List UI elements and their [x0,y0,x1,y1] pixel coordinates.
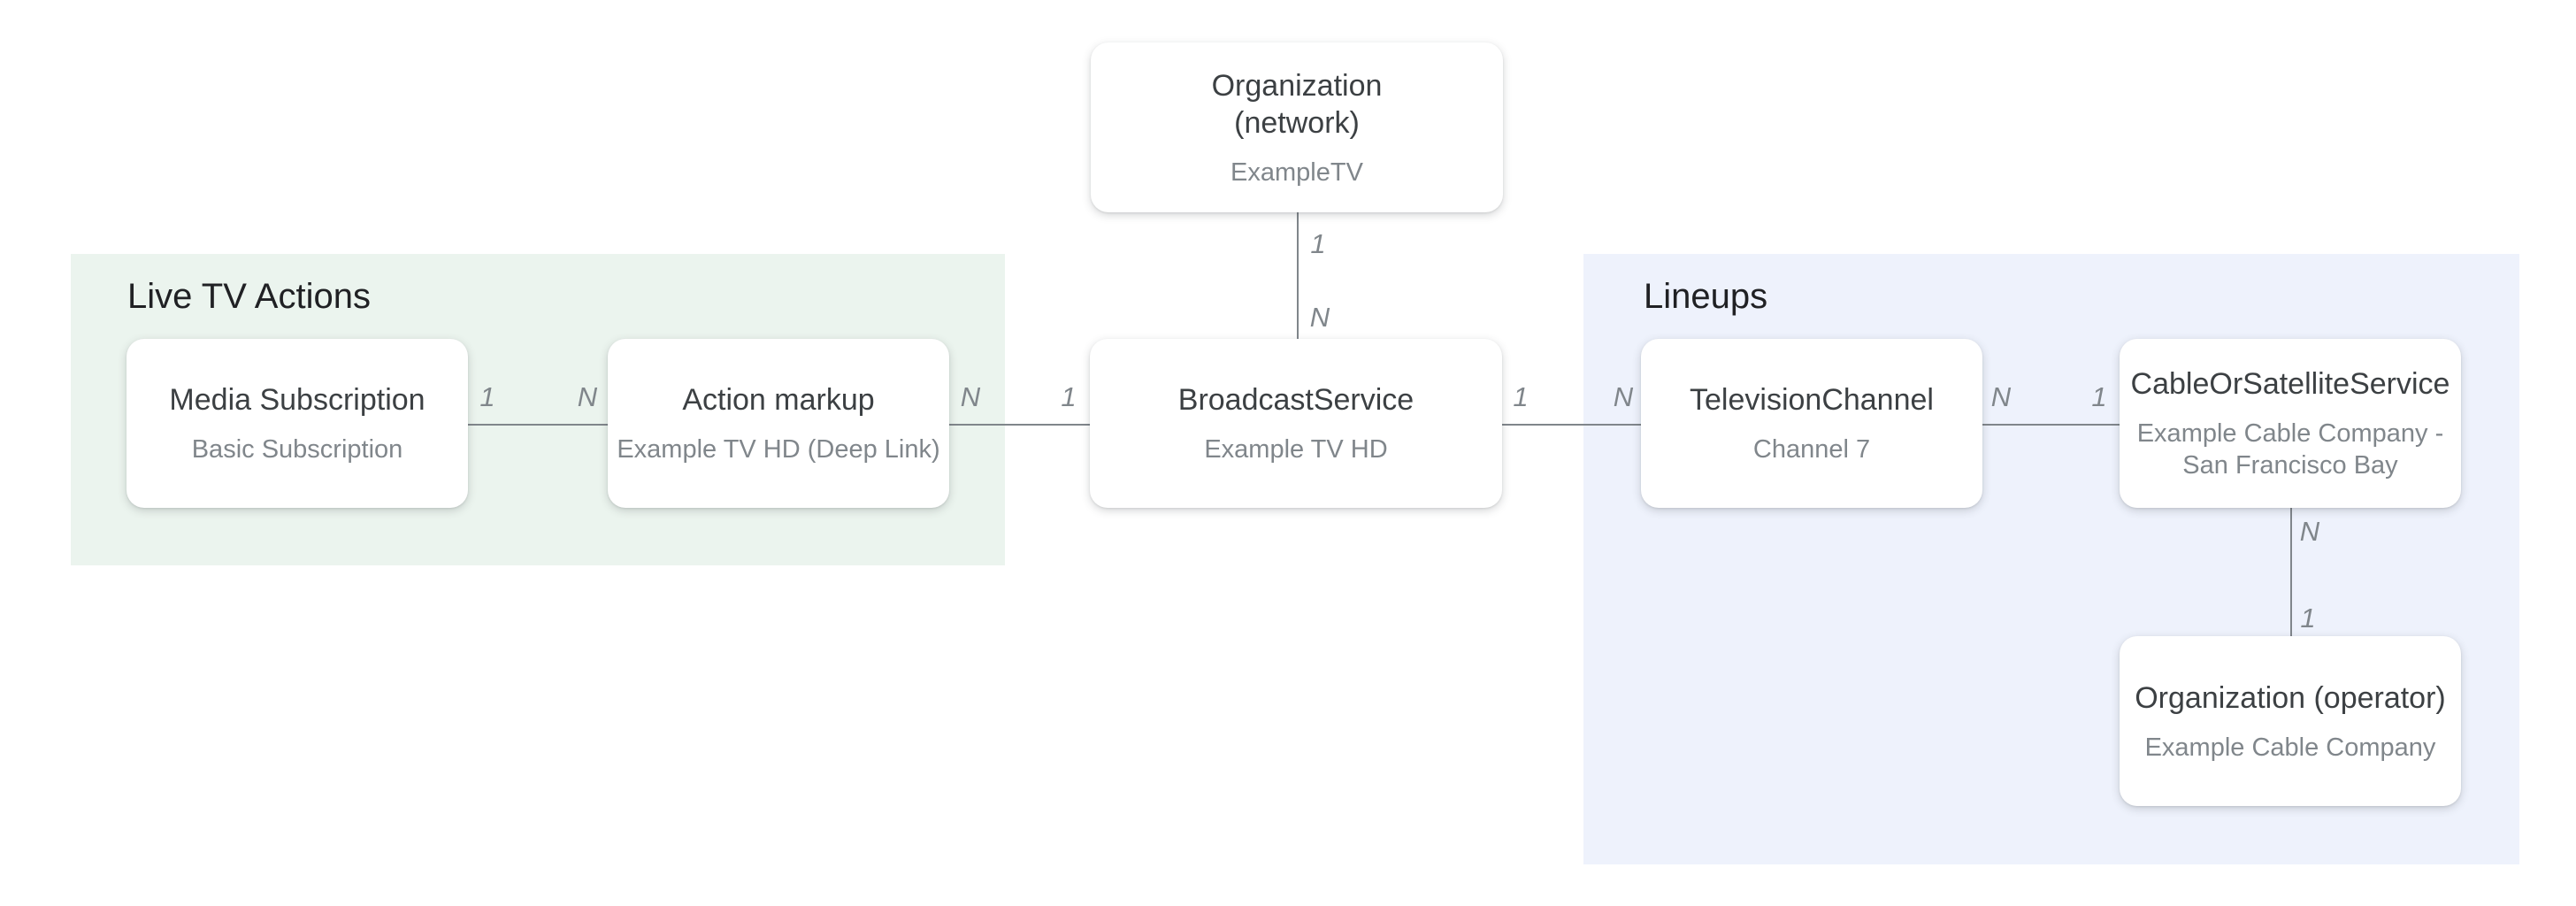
node-title: CableOrSatelliteService [2130,367,2450,401]
section-title-live-tv-actions: Live TV Actions [127,277,371,316]
node-subtitle: ExampleTV [1230,157,1363,187]
node-title: Media Subscription [169,383,426,417]
node-title: Action markup [682,383,875,417]
node-subtitle: Example Cable Company - San Francisco Ba… [2137,418,2444,481]
node-subtitle-line: San Francisco Bay [2182,451,2398,480]
node-subtitle: Channel 7 [1752,435,1871,464]
node-title: Organization (network) [1212,67,1383,142]
node-title: TelevisionChannel [1690,383,1934,417]
node-organization-operator: Organization (operator) Example Cable Co… [2120,636,2461,806]
node-subtitle: Example Cable Company [2144,733,2436,762]
node-subtitle: Example TV HD (Deep Link) [617,435,940,464]
node-subtitle: Basic Subscription [191,435,403,464]
edge-subscription-to-action [468,424,608,426]
cardinality-label: 1 [1310,228,1326,259]
cardinality-label: 1 [2091,381,2107,412]
cardinality-label: N [1613,381,1634,412]
cardinality-label: 1 [2300,603,2316,633]
node-title: BroadcastService [1177,383,1414,417]
node-subtitle-line: Example Cable Company - [2136,419,2444,448]
cardinality-label: N [2299,516,2320,547]
edge-cable-to-operator [2290,508,2292,636]
node-organization-network: Organization (network) ExampleTV [1091,42,1503,212]
node-media-subscription: Media Subscription Basic Subscription [126,339,468,508]
cardinality-label: N [1309,302,1330,333]
node-title: Organization (operator) [2135,680,2446,715]
node-cable-or-satellite-service: CableOrSatelliteService Example Cable Co… [2120,339,2461,508]
node-title-line: (network) [1234,105,1360,140]
edge-broadcast-to-channel [1502,424,1641,426]
cardinality-label: N [960,381,981,412]
section-title-lineups: Lineups [1644,277,1768,316]
edge-action-to-broadcast [949,424,1090,426]
cardinality-label: 1 [1513,381,1529,412]
edge-network-to-broadcast [1297,212,1299,339]
node-television-channel: TelevisionChannel Channel 7 [1641,339,1982,508]
node-broadcast-service: BroadcastService Example TV HD [1090,339,1502,508]
cardinality-label: 1 [479,381,495,412]
node-title-line: Organization [1211,68,1383,103]
edge-channel-to-cable [1982,424,2120,426]
cardinality-label: N [577,381,598,412]
cardinality-label: N [1990,381,2012,412]
cardinality-label: 1 [1061,381,1077,412]
node-action-markup: Action markup Example TV HD (Deep Link) [608,339,949,508]
node-subtitle: Example TV HD [1204,435,1388,464]
